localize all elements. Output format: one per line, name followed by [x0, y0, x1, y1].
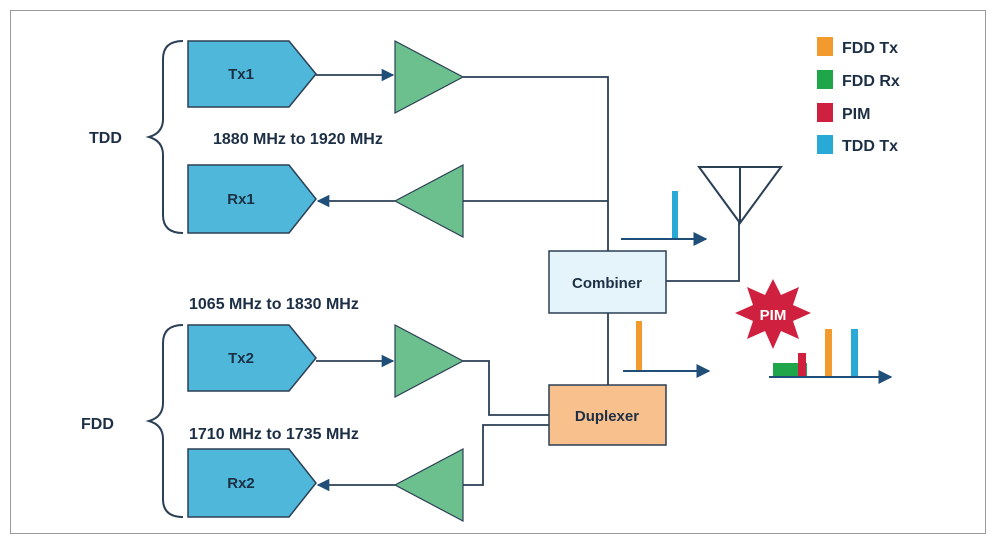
antenna-icon	[697, 166, 783, 225]
legend-label: TDD Tx	[842, 138, 898, 155]
fdd-bracket	[145, 324, 184, 518]
tx2-label: Tx2	[228, 350, 254, 367]
rx1-amplifier	[393, 164, 464, 238]
legend-label: FDD Tx	[842, 40, 898, 57]
tx1-to-combiner-line	[463, 76, 609, 251]
tx2-to-duplexer-line	[463, 360, 549, 416]
rx2-amplifier	[393, 448, 464, 522]
pim-burst-icon	[735, 279, 811, 349]
pim-burst-label: PIM	[760, 307, 787, 324]
legend-swatch	[817, 135, 833, 154]
legend-item: PIM	[817, 103, 870, 123]
fdd-tx-band-label: 1065 MHz to 1830 MHz	[189, 296, 359, 313]
legend-label: FDD Rx	[842, 73, 900, 90]
combiner-block: Combiner	[548, 250, 667, 314]
legend: FDD Tx FDD Rx PIM TDD Tx	[817, 37, 900, 155]
tdd-bracket	[145, 40, 184, 234]
fdd-rx-band-label: 1710 MHz to 1735 MHz	[189, 426, 359, 443]
tdd-label: TDD	[89, 130, 122, 147]
tx2-amplifier	[394, 324, 465, 398]
fdd-label: FDD	[81, 416, 114, 433]
rx2-label: Rx2	[227, 475, 255, 492]
duplexer-block: Duplexer	[548, 384, 667, 446]
fdd-tx-spectrum-bar	[636, 321, 642, 371]
tx1-label: Tx1	[228, 66, 254, 83]
legend-item: FDD Tx	[817, 37, 898, 57]
tdd-spectrum	[621, 191, 708, 246]
legend-swatch	[817, 70, 833, 89]
legend-item: TDD Tx	[817, 135, 898, 155]
rx2-to-duplexer-line	[463, 424, 549, 486]
tdd-band-label: 1880 MHz to 1920 MHz	[213, 131, 383, 148]
rx1-label: Rx1	[227, 191, 255, 208]
legend-label: PIM	[842, 106, 870, 123]
combiner-label: Combiner	[572, 275, 642, 292]
tx1-block: Tx1	[187, 40, 317, 108]
pim-spectrum: PIM	[735, 279, 893, 384]
fdd-spectrum	[623, 321, 711, 378]
pim-spectrum-bar	[798, 353, 806, 377]
rx2-block: Rx2	[187, 448, 317, 518]
block-diagram: TDD FDD Tx1 Rx1 Tx2 Rx2 Combiner Duplexe…	[81, 37, 900, 522]
combiner-to-antenna-line	[666, 221, 740, 282]
rx1-block: Rx1	[187, 164, 317, 234]
legend-swatch	[817, 37, 833, 56]
tdd-tx-spectrum-bar-2	[851, 329, 858, 377]
legend-item: FDD Rx	[817, 70, 900, 90]
tx1-amplifier	[394, 40, 465, 114]
legend-swatch	[817, 103, 833, 122]
tx2-block: Tx2	[187, 324, 317, 392]
duplexer-label: Duplexer	[575, 408, 639, 425]
tdd-tx-spectrum-bar	[672, 191, 678, 239]
diagram-frame: TDD FDD Tx1 Rx1 Tx2 Rx2 Combiner Duplexe…	[10, 10, 986, 534]
fdd-tx-spectrum-bar-2	[825, 329, 832, 377]
